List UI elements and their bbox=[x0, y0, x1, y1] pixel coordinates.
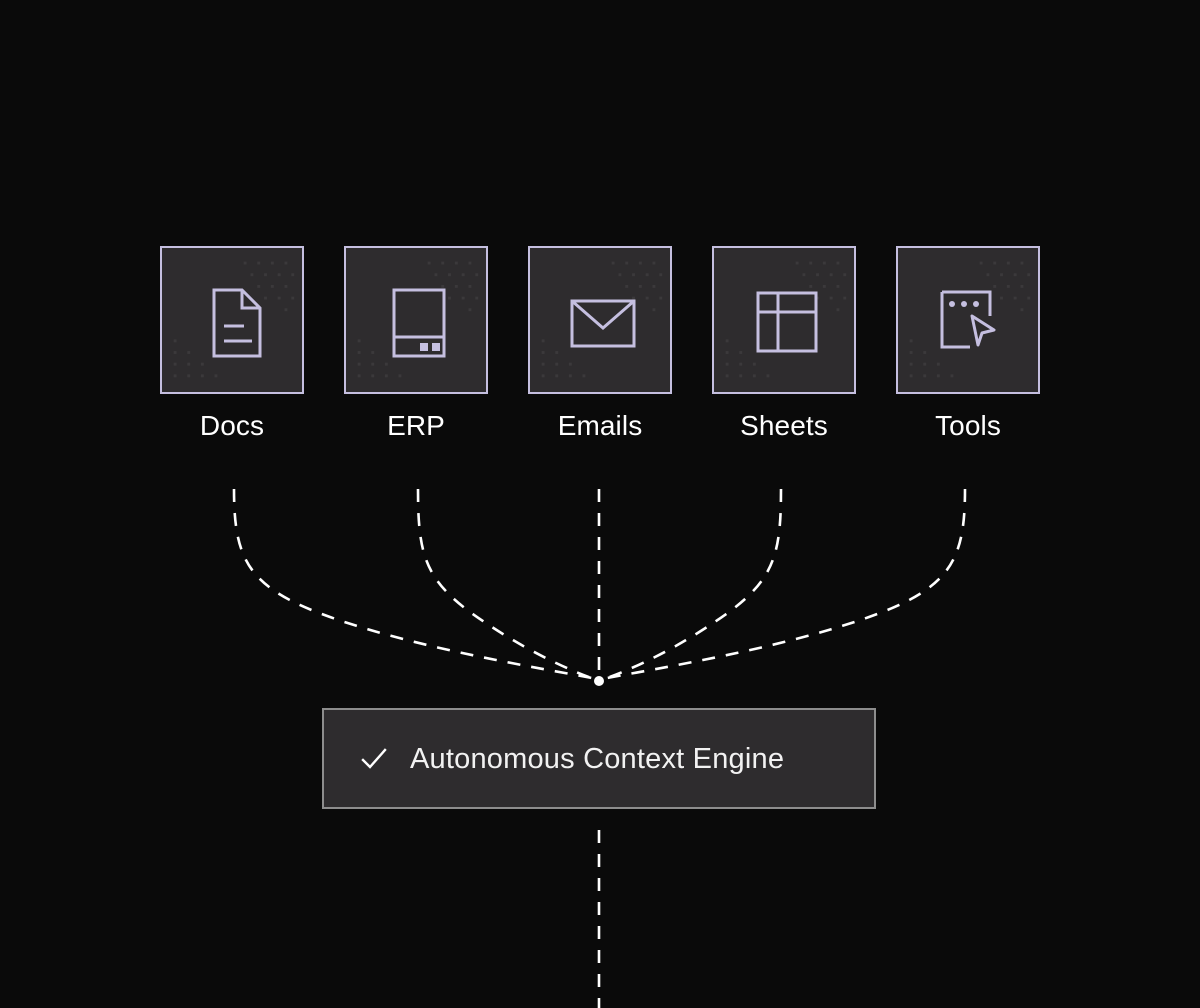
spreadsheet-icon bbox=[756, 291, 818, 353]
autonomous-context-engine-box[interactable]: Autonomous Context Engine bbox=[322, 708, 876, 809]
source-node-tools[interactable]: Tools bbox=[896, 246, 1040, 444]
check-icon bbox=[361, 747, 387, 769]
source-label: Docs bbox=[199, 410, 265, 441]
document-icon bbox=[212, 288, 262, 358]
convergence-node bbox=[594, 676, 604, 686]
source-tile[interactable] bbox=[712, 246, 856, 394]
source-tile[interactable] bbox=[896, 246, 1040, 394]
source-label: ERP bbox=[387, 410, 445, 441]
source-tile[interactable] bbox=[344, 246, 488, 394]
source-node-erp[interactable]: ERP bbox=[344, 246, 488, 444]
source-label: Emails bbox=[557, 410, 643, 441]
connector-erp bbox=[416, 488, 598, 682]
source-tile[interactable] bbox=[160, 246, 304, 394]
cursor-window-icon bbox=[940, 290, 996, 349]
source-tile[interactable] bbox=[528, 246, 672, 394]
source-node-sheets[interactable]: Sheets bbox=[712, 246, 856, 444]
source-node-docs[interactable]: Docs bbox=[160, 246, 304, 444]
connector-docs bbox=[232, 488, 598, 681]
connector-tools bbox=[601, 488, 967, 681]
source-node-emails[interactable]: Emails bbox=[528, 246, 672, 444]
erp-window-icon bbox=[392, 288, 446, 358]
envelope-icon bbox=[570, 299, 636, 348]
connector-sheets bbox=[600, 488, 783, 682]
engine-label: Autonomous Context Engine bbox=[410, 742, 785, 775]
source-label: Sheets bbox=[740, 410, 828, 441]
source-label: Tools bbox=[935, 410, 1001, 441]
